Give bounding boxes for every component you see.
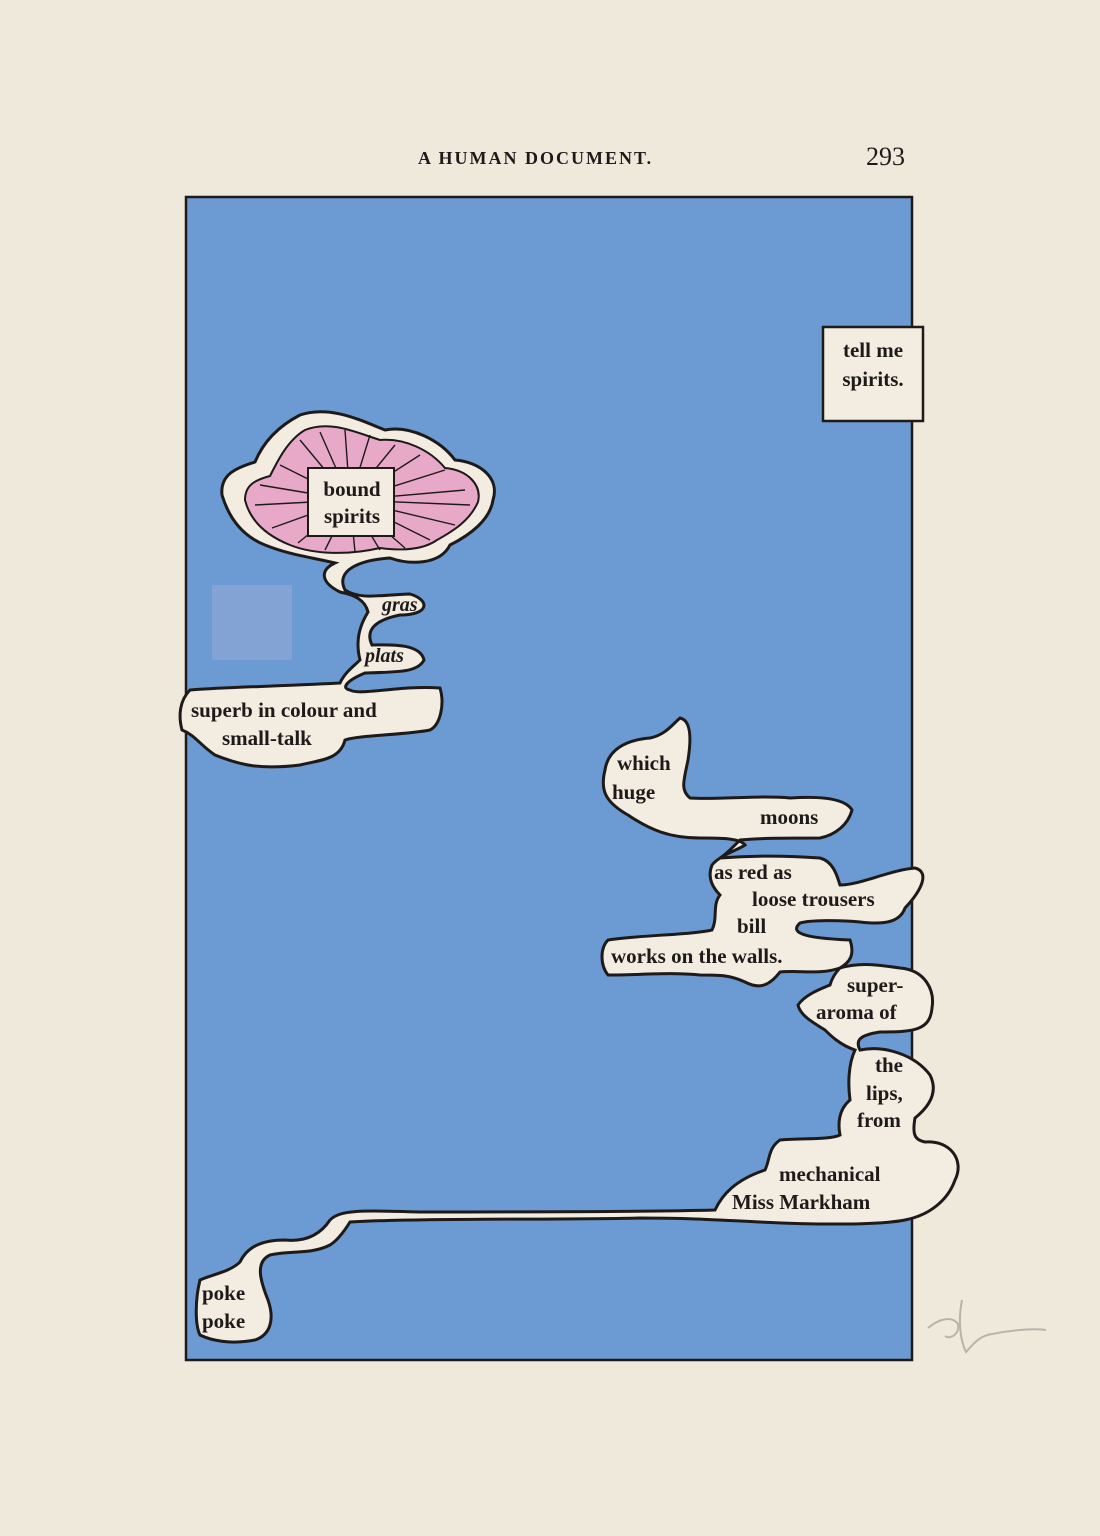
poke-line-1: poke xyxy=(202,1281,245,1305)
gras-word: gras xyxy=(381,594,418,616)
moons-word: moons xyxy=(760,805,818,829)
bill-word: bill xyxy=(737,914,766,938)
aroma-of-line: aroma of xyxy=(816,1000,898,1024)
page-header: A HUMAN DOCUMENT. 293 xyxy=(0,140,1100,180)
mechanical-word: mechanical xyxy=(779,1162,881,1186)
superb-line: superb in colour and xyxy=(191,698,377,722)
bound-spirits-box xyxy=(307,467,395,537)
loose-trousers-line: loose trousers xyxy=(752,887,875,911)
plats-word: plats xyxy=(363,645,404,667)
poke-line-2: poke xyxy=(202,1309,245,1333)
bound-line-1: bound xyxy=(323,477,381,501)
from-word: from xyxy=(857,1108,901,1132)
tell-me-line-1: tell me xyxy=(843,338,903,362)
miss-markham-line: Miss Markham xyxy=(732,1190,871,1214)
right-island: which huge moons as red as loose trouser… xyxy=(194,716,960,1344)
tell-me-line-2: spirits. xyxy=(842,367,903,391)
lips-word: lips, xyxy=(866,1081,903,1105)
the-word: the xyxy=(875,1053,903,1077)
pencil-signature xyxy=(927,1299,1047,1354)
running-head: A HUMAN DOCUMENT. xyxy=(418,148,654,168)
flower-island: bound spirits gras plats superb in colou… xyxy=(178,410,496,769)
huge-word: huge xyxy=(612,780,655,804)
tell-me-spirits-box: tell me spirits. xyxy=(821,325,925,423)
pink-patch xyxy=(212,585,292,660)
page-number: 293 xyxy=(866,142,905,171)
super-word: super- xyxy=(847,973,903,997)
which-word: which xyxy=(617,751,671,775)
works-on-walls-line: works on the walls. xyxy=(611,944,783,968)
small-talk-line: small-talk xyxy=(222,726,312,750)
as-red-as-line: as red as xyxy=(714,860,792,884)
bound-line-2: spirits xyxy=(324,504,380,528)
